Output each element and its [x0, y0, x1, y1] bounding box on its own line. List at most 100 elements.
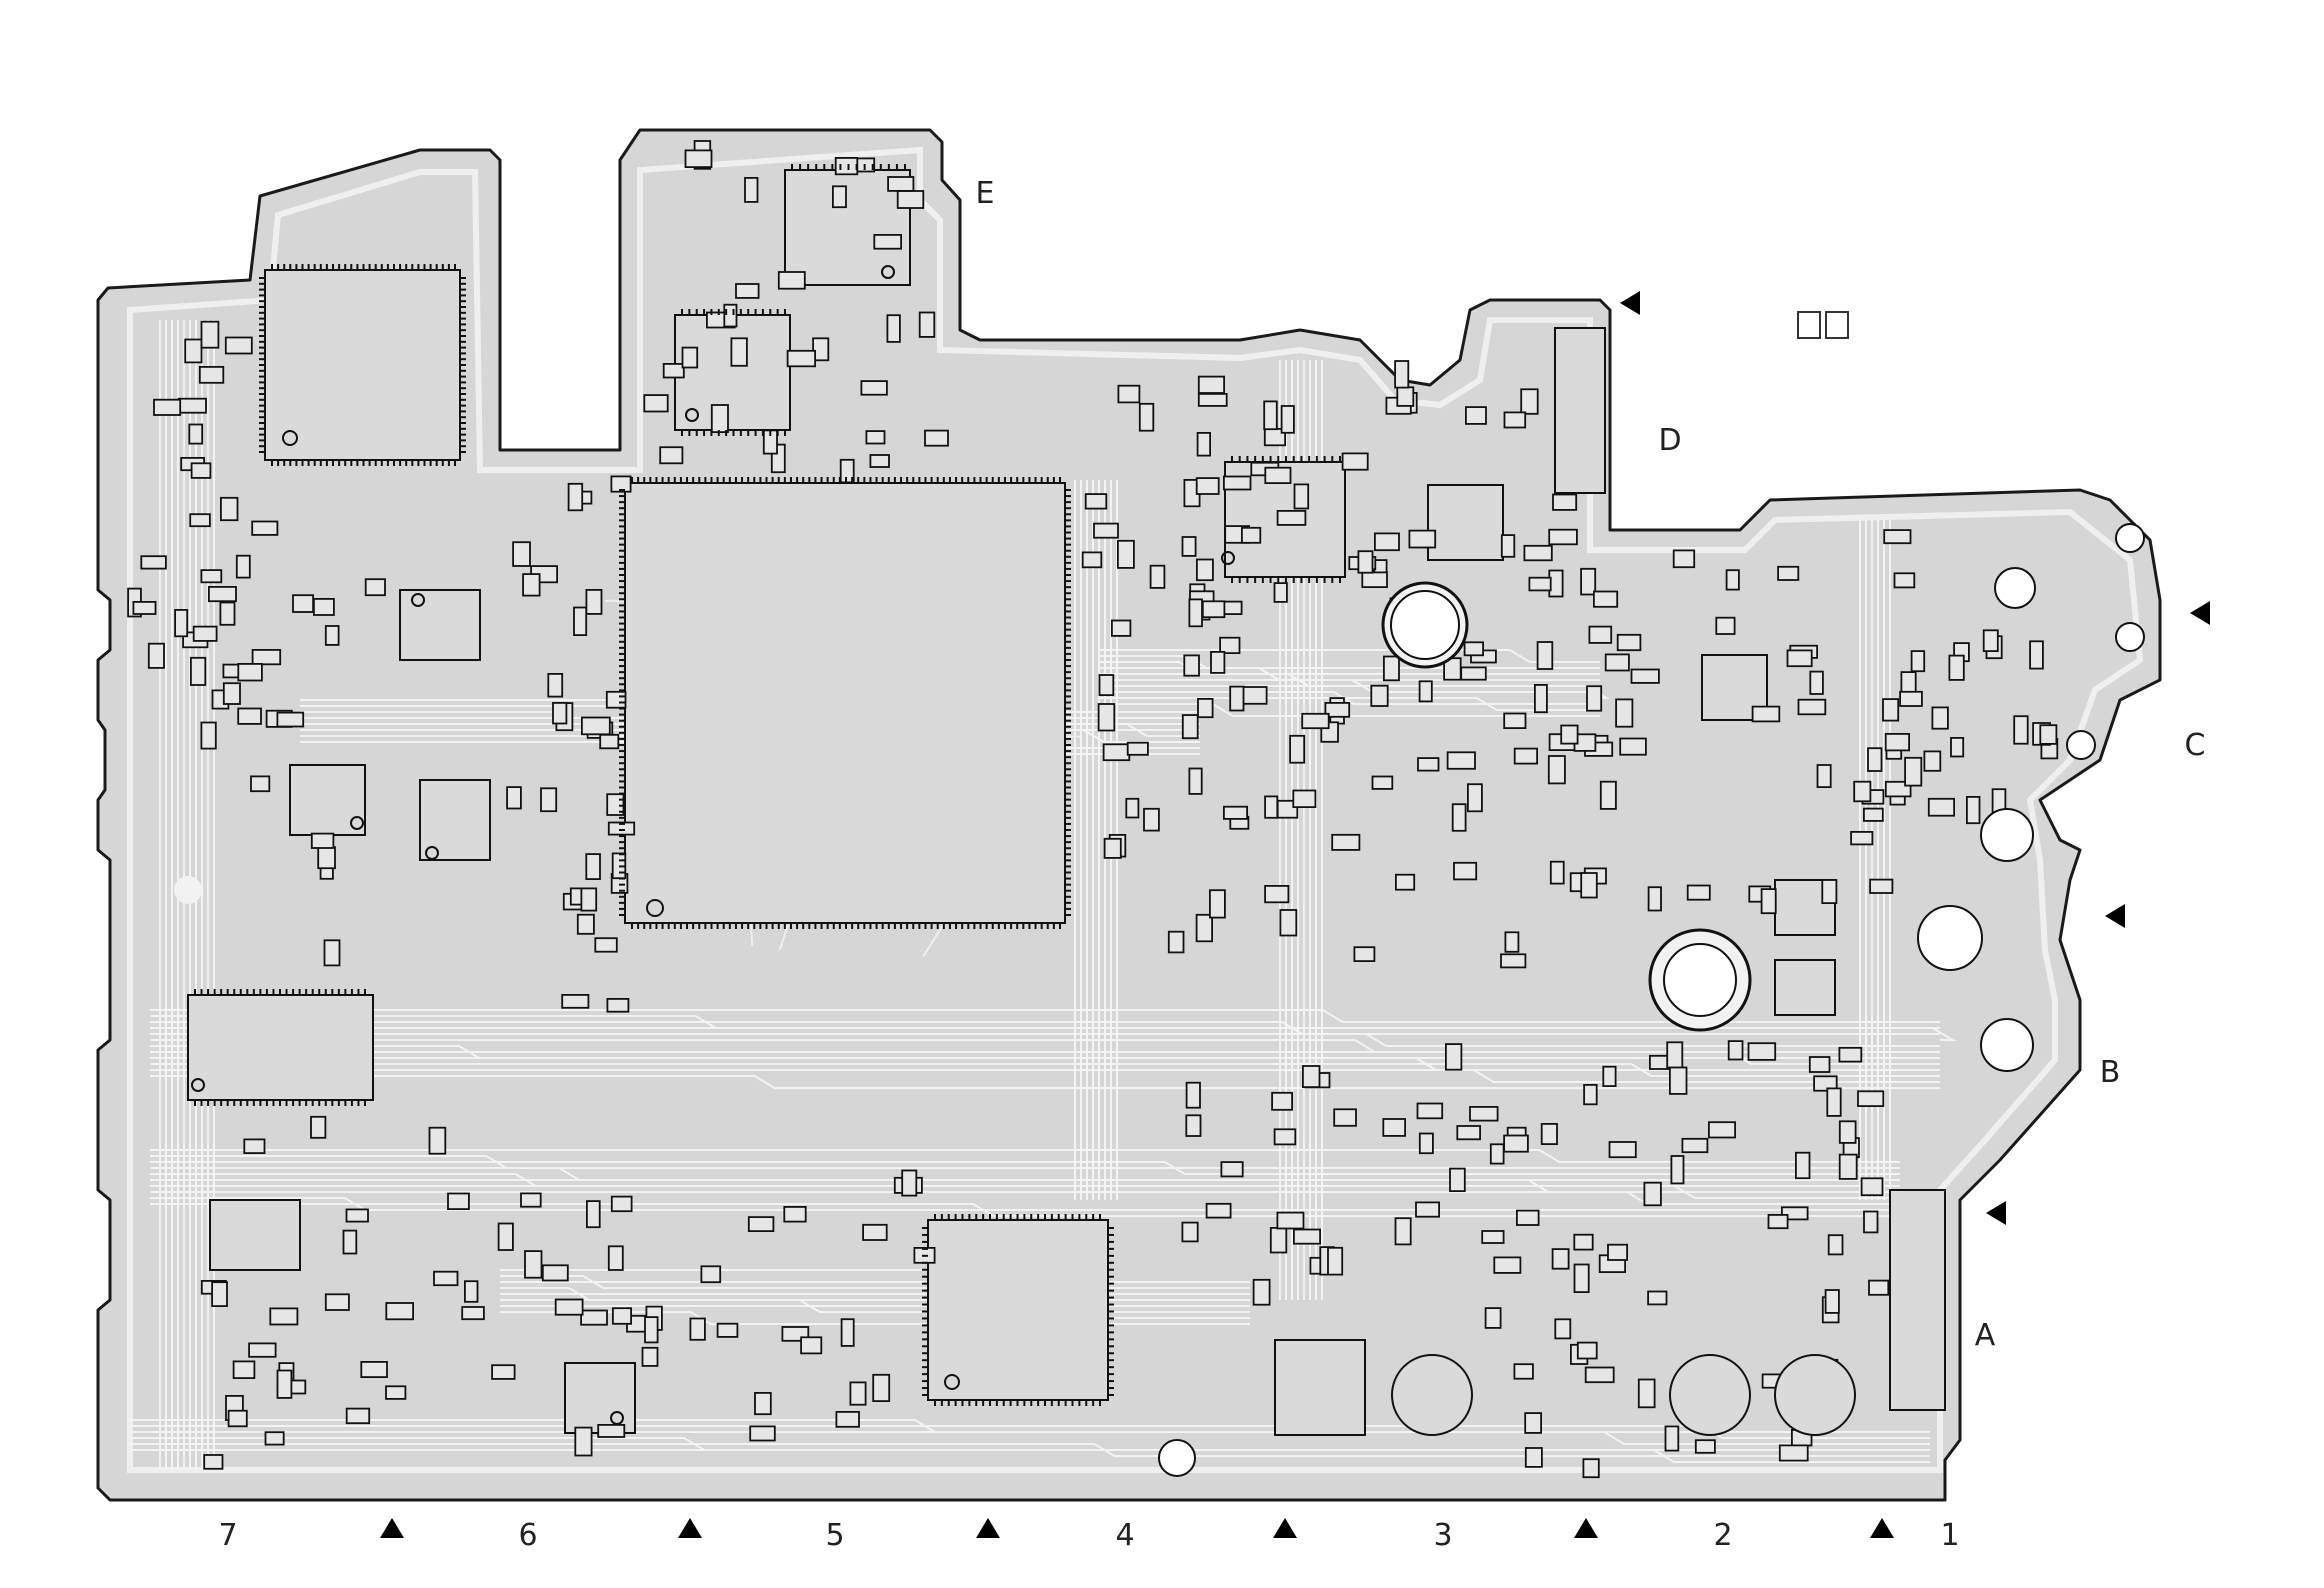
- smd-component: [1667, 1042, 1682, 1067]
- smd-component: [553, 703, 566, 724]
- smd-component: [1358, 551, 1372, 573]
- smd-component: [1418, 758, 1439, 771]
- smd-component: [1189, 599, 1202, 626]
- smd-component: [587, 1201, 600, 1227]
- smd-component: [1264, 401, 1277, 429]
- smd-component: [311, 1117, 325, 1138]
- smd-component: [1709, 1122, 1735, 1137]
- smd-component: [251, 776, 269, 791]
- smd-component: [1290, 736, 1304, 763]
- smd-component: [836, 1412, 859, 1427]
- smd-component: [1243, 687, 1266, 704]
- smd-component: [1851, 832, 1872, 845]
- smd-component: [1542, 1124, 1557, 1144]
- smd-component: [465, 1281, 478, 1302]
- smd-component: [1211, 652, 1224, 673]
- hole-right-6: [1918, 906, 1982, 970]
- smd-component: [1864, 1212, 1878, 1233]
- hole-bottom: [1159, 1440, 1195, 1476]
- smd-component: [318, 847, 335, 868]
- smd-component: [595, 938, 617, 952]
- smd-component: [1883, 699, 1898, 721]
- smd-component: [1632, 670, 1659, 683]
- smd-component: [1525, 1413, 1541, 1433]
- smd-component: [833, 186, 846, 207]
- smd-component: [277, 713, 303, 727]
- smd-component: [347, 1409, 370, 1424]
- smd-component: [1696, 1440, 1715, 1453]
- smd-component: [1420, 681, 1432, 701]
- smd-component: [1796, 1153, 1810, 1179]
- smd-component: [1810, 672, 1823, 694]
- connector-right: [1890, 1190, 1945, 1410]
- smd-component: [1912, 651, 1925, 671]
- smd-component: [1514, 1364, 1533, 1379]
- smd-component: [1265, 468, 1290, 483]
- smd-component: [1949, 656, 1963, 680]
- smd-component: [749, 1217, 774, 1231]
- smd-component: [1827, 1088, 1840, 1116]
- smd-component: [1586, 1368, 1614, 1383]
- smd-component: [1535, 685, 1547, 712]
- smd-component: [750, 1426, 775, 1440]
- smd-component: [1716, 618, 1734, 634]
- smd-component: [249, 1343, 276, 1356]
- smd-component: [1465, 642, 1484, 655]
- smd-component: [1099, 704, 1115, 731]
- smd-component: [1555, 1319, 1570, 1338]
- column-label-2: 2: [1713, 1518, 1732, 1553]
- smd-component: [1094, 524, 1118, 538]
- smd-component: [361, 1362, 387, 1377]
- smd-component: [801, 1337, 821, 1353]
- smd-component: [1549, 530, 1577, 545]
- smd-component: [347, 1209, 369, 1221]
- smd-component: [1186, 1115, 1200, 1136]
- smd-component: [1086, 494, 1107, 509]
- marker-arrow-left: [1986, 1201, 2006, 1225]
- smd-component: [1864, 809, 1883, 821]
- smd-component: [1688, 886, 1710, 900]
- smd-component: [1183, 715, 1198, 738]
- smd-component: [586, 590, 601, 614]
- smd-component: [1409, 531, 1435, 548]
- smd-component: [902, 1171, 916, 1196]
- smd-component: [1984, 630, 1998, 651]
- smd-component: [1682, 1139, 1707, 1152]
- smd-component: [2014, 716, 2028, 744]
- smd-component: [1332, 835, 1359, 850]
- smd-component: [189, 425, 202, 444]
- smd-component: [200, 367, 224, 383]
- row-label-a: A: [1975, 1318, 1996, 1353]
- smd-component: [586, 854, 600, 879]
- smd-component: [1448, 752, 1475, 769]
- smd-component: [1799, 700, 1826, 715]
- smd-component: [229, 1411, 247, 1427]
- smd-component: [1584, 1085, 1597, 1104]
- smd-component: [745, 178, 758, 202]
- smd-component: [201, 570, 221, 582]
- smd-component: [1840, 1155, 1857, 1179]
- smd-component: [386, 1303, 413, 1319]
- smd-component: [238, 664, 262, 681]
- smd-component: [1104, 744, 1130, 760]
- smd-component: [1491, 1144, 1504, 1163]
- ic-small-left-3: [420, 780, 490, 860]
- smd-component: [1187, 1083, 1200, 1108]
- smd-component: [1343, 453, 1368, 469]
- smd-component: [1184, 655, 1199, 675]
- smd-component: [226, 338, 252, 354]
- smd-component: [920, 313, 935, 337]
- marker-arrow-up: [1870, 1518, 1894, 1538]
- smd-component: [314, 599, 334, 615]
- smd-component: [1457, 1126, 1480, 1139]
- smd-component: [683, 348, 698, 368]
- smd-component: [1822, 880, 1836, 903]
- smd-component: [224, 683, 240, 704]
- smd-component: [548, 674, 562, 697]
- smd-component: [1294, 1230, 1320, 1244]
- smd-component: [1144, 809, 1159, 831]
- smd-component: [1561, 726, 1577, 744]
- smd-component: [578, 915, 594, 934]
- smd-component: [1221, 1162, 1242, 1176]
